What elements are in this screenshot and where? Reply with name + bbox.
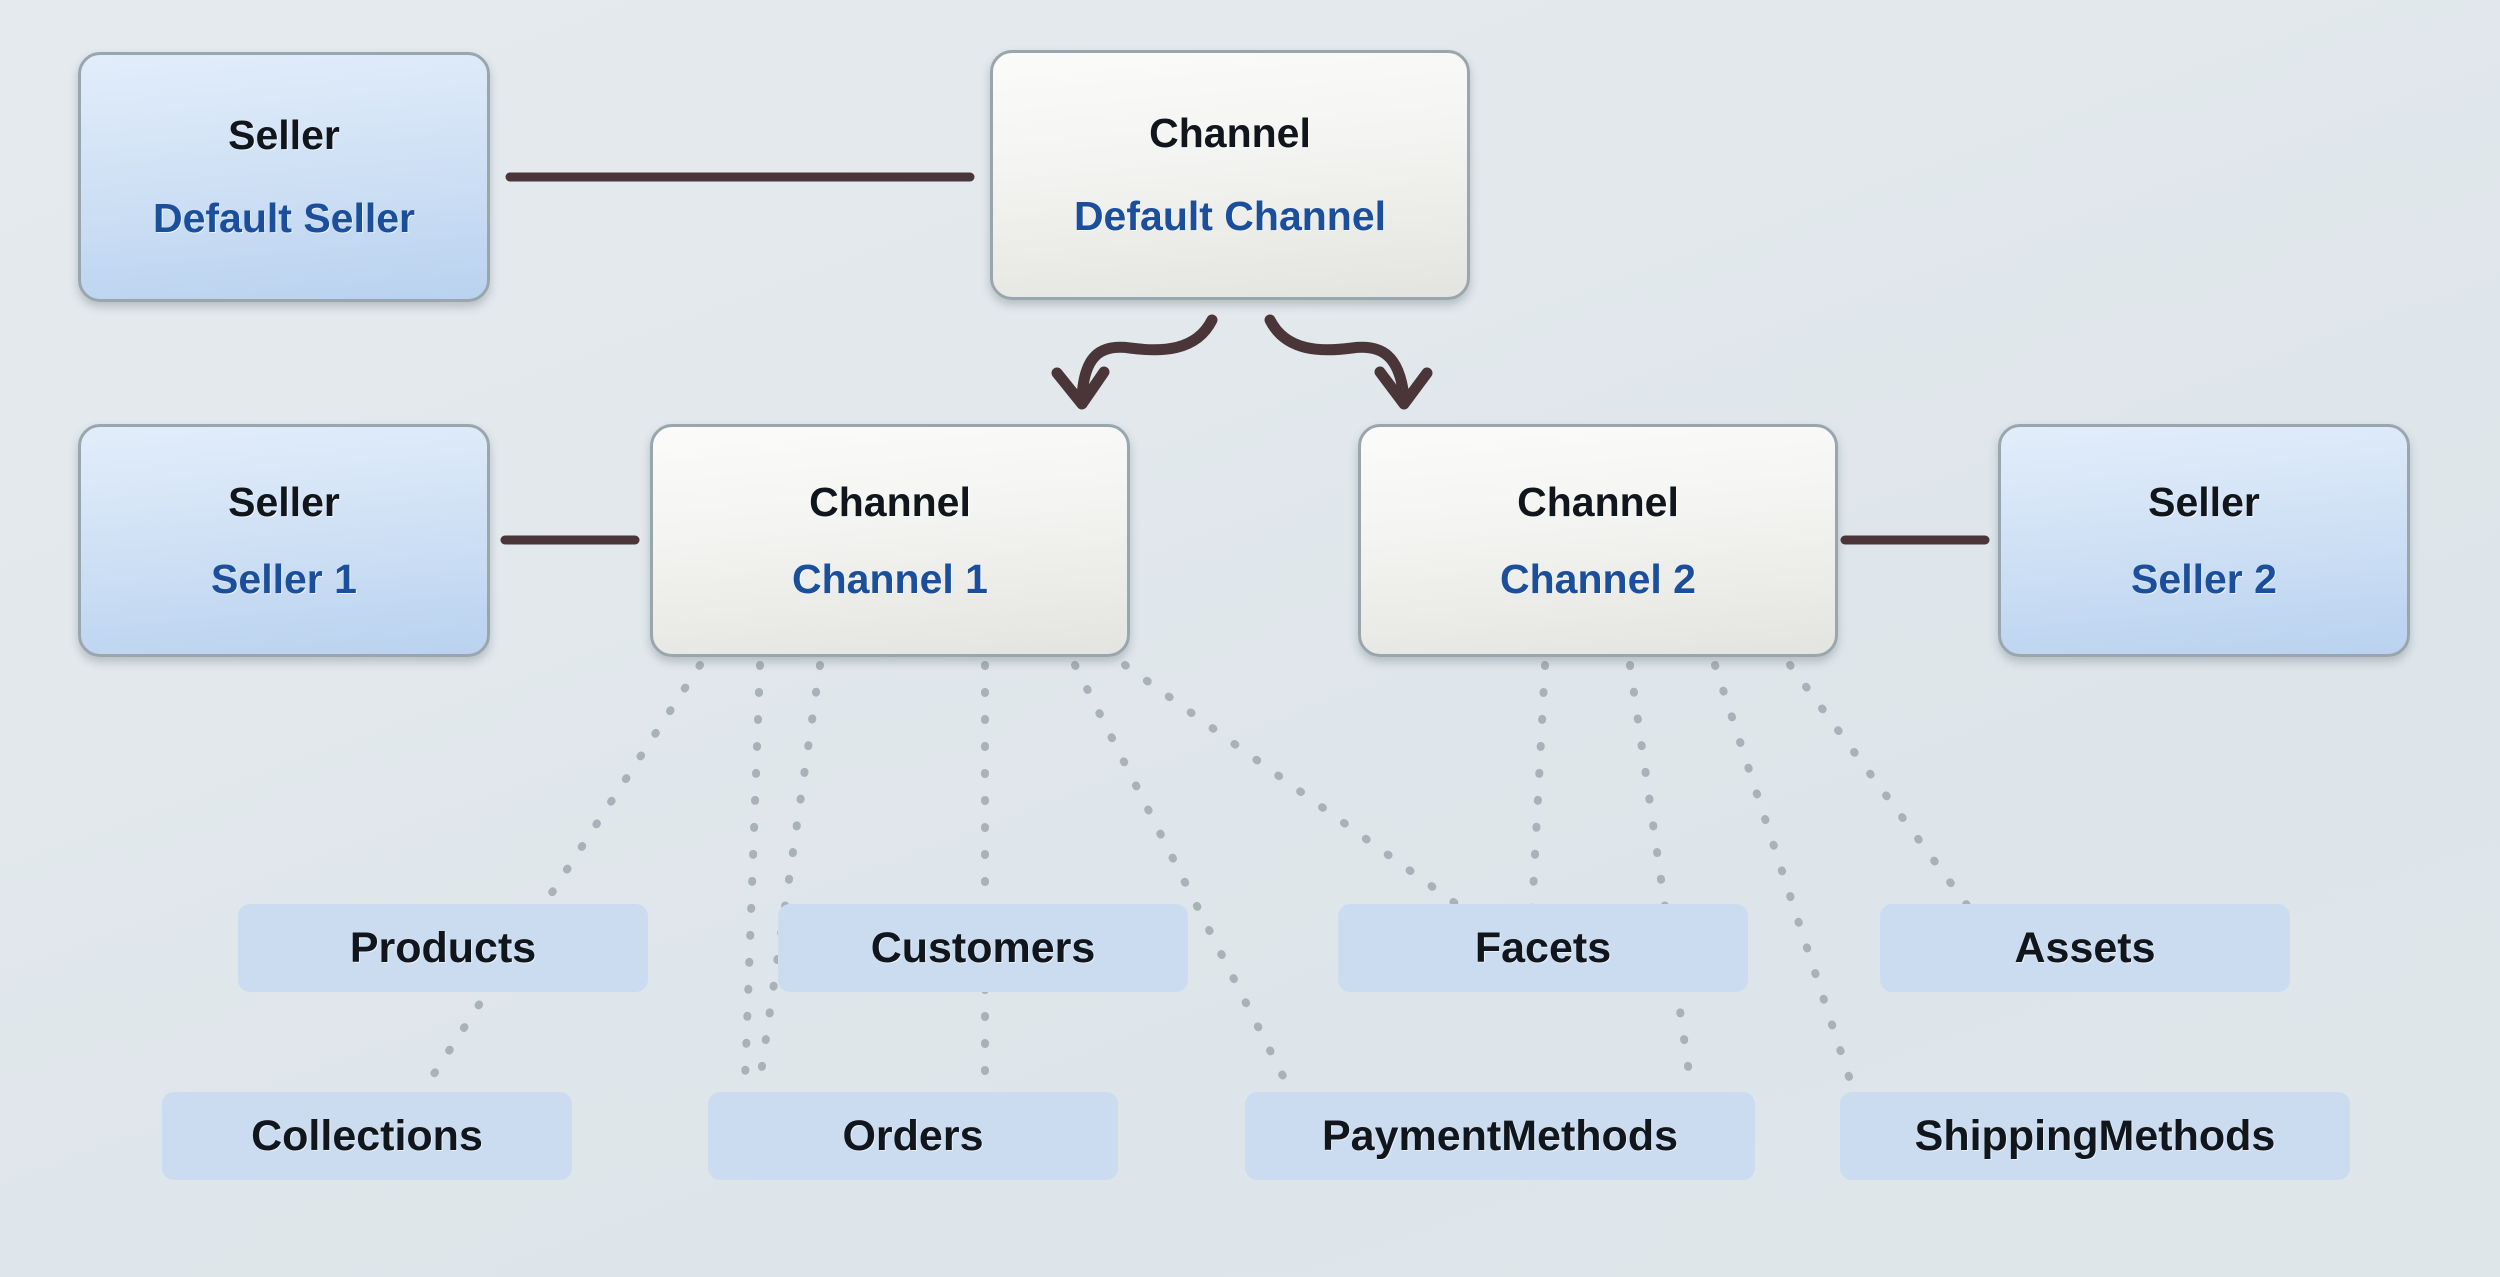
node-channel-2[interactable]: Channel Channel 2: [1358, 424, 1838, 657]
entity-label: Assets: [2014, 923, 2156, 972]
entity-chip-paymentmethods[interactable]: PaymentMethods: [1245, 1092, 1755, 1180]
arrowhead-channel2: [1374, 366, 1433, 410]
entity-label: ShippingMethods: [1914, 1111, 2276, 1160]
dotted-channel1-payment: [1071, 661, 1289, 1084]
entity-label: Collections: [251, 1111, 483, 1160]
entity-chip-shippingmethods[interactable]: ShippingMethods: [1840, 1092, 2350, 1180]
entity-chip-collections[interactable]: Collections: [162, 1092, 572, 1180]
dotted-channel1-products: [741, 661, 764, 1084]
entity-chip-assets[interactable]: Assets: [1880, 904, 2290, 992]
node-type-label: Channel: [1517, 478, 1679, 525]
dotted-channel2-shipping: [1711, 661, 1854, 1084]
node-name-label: Default Channel: [1073, 193, 1387, 239]
node-type-label: Seller: [228, 478, 340, 525]
node-type-label: Seller: [2148, 478, 2260, 525]
entity-chip-customers[interactable]: Customers: [778, 904, 1188, 992]
dotted-channel1-collections: [426, 661, 704, 1084]
entity-label: Facets: [1474, 923, 1612, 972]
entity-chip-products[interactable]: Products: [238, 904, 648, 992]
entity-chip-facets[interactable]: Facets: [1338, 904, 1748, 992]
node-channel-1[interactable]: Channel Channel 1: [650, 424, 1130, 657]
node-name-label: Default Seller: [152, 195, 416, 241]
entity-chip-orders[interactable]: Orders: [708, 1092, 1118, 1180]
node-seller-2[interactable]: Seller Seller 2: [1998, 424, 2410, 657]
entity-label: Customers: [870, 923, 1096, 972]
entity-label: Products: [349, 923, 537, 972]
node-default-channel[interactable]: Channel Default Channel: [990, 50, 1470, 300]
node-seller-1[interactable]: Seller Seller 1: [78, 424, 490, 657]
node-type-label: Channel: [1149, 110, 1311, 156]
node-type-label: Seller: [228, 112, 340, 158]
node-name-label: Channel 1: [792, 555, 988, 602]
entity-label: PaymentMethods: [1321, 1111, 1678, 1160]
node-name-label: Seller 1: [211, 555, 357, 602]
arrow-default-channel-to-channel2: [1264, 314, 1410, 404]
dotted-channel1-orders: [756, 661, 824, 1084]
node-name-label: Seller 2: [2131, 555, 2277, 602]
node-name-label: Channel 2: [1500, 555, 1696, 602]
dotted-channel2-payment: [1626, 661, 1694, 1084]
entity-label: Orders: [842, 1111, 984, 1160]
node-type-label: Channel: [809, 478, 971, 525]
node-default-seller[interactable]: Seller Default Seller: [78, 52, 490, 302]
arrow-default-channel-to-channel1: [1076, 314, 1218, 404]
arrowhead-channel1: [1051, 366, 1110, 410]
